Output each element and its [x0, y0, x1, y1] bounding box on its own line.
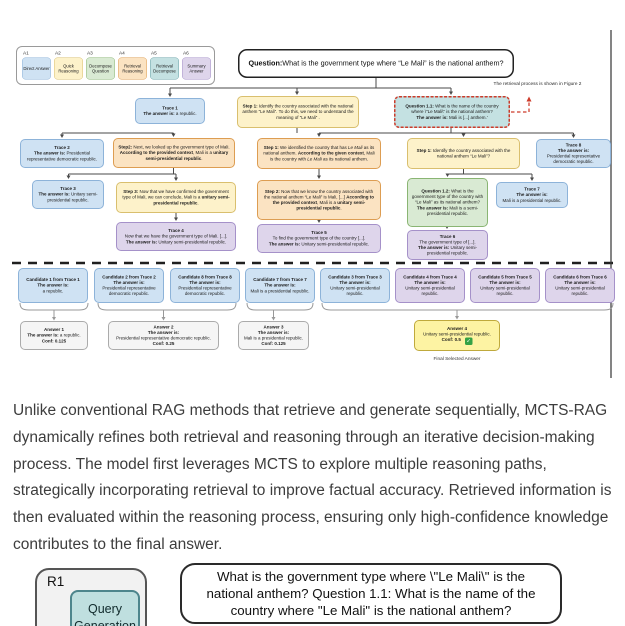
legend-code: A3 — [87, 50, 93, 57]
legend-code: A2 — [55, 50, 61, 57]
query-generation-box: Query Generation — [70, 590, 140, 626]
legend-swatch-direct: Direct Answer — [22, 57, 51, 80]
node-step2_mid: Step 2: Now that we know the country ass… — [257, 180, 381, 220]
bottom-question-box: What is the government type where \"Le M… — [180, 563, 562, 624]
final-answer-caption: Final Selected Answer — [433, 356, 481, 362]
node-step1_right: Step 1: Identify the country associated … — [407, 138, 520, 169]
legend-swatch-rdecompose: Retrieval Decompose — [150, 57, 179, 80]
legend-code: A6 — [183, 50, 189, 57]
legend-swatch-retrieval: Retrieval Reasoning — [118, 57, 147, 80]
legend-swatch-quick: Quick Reasoning — [54, 57, 83, 80]
node-q12: Question 1.2: What is the government typ… — [407, 178, 488, 227]
node-q11: Question 1.1: What is the name of the co… — [394, 96, 510, 128]
question-label: Question: — [248, 59, 283, 68]
legend-code: A5 — [151, 50, 157, 57]
node-step3: Step 3: Now that we have confirmed the g… — [116, 182, 236, 213]
r1-node-box: R1 Query Generation — [35, 568, 147, 626]
r1-label: R1 — [47, 574, 65, 589]
question-text: What is the government type where “Le Ma… — [282, 59, 504, 68]
node-step2_left: Step2: Next, we looked up the government… — [113, 138, 235, 168]
node-step1_mid: Step 1: We identified the country that h… — [257, 138, 381, 169]
legend-swatch-summary: Summary Answer — [182, 57, 211, 80]
check-icon: ✓ — [464, 337, 473, 346]
legend-code: A1 — [23, 50, 29, 57]
root-question-box: Question: What is the government type wh… — [238, 49, 514, 78]
node-step1_top: Step 1: Identify the country associated … — [237, 96, 359, 128]
retrieval-annotation: The retrieval process is shown in Figure… — [493, 81, 582, 87]
body-paragraph: Unlike conventional RAG methods that ret… — [13, 402, 612, 553]
legend-swatch-decompose: Decompose Question — [86, 57, 115, 80]
legend-code: A4 — [119, 50, 125, 57]
